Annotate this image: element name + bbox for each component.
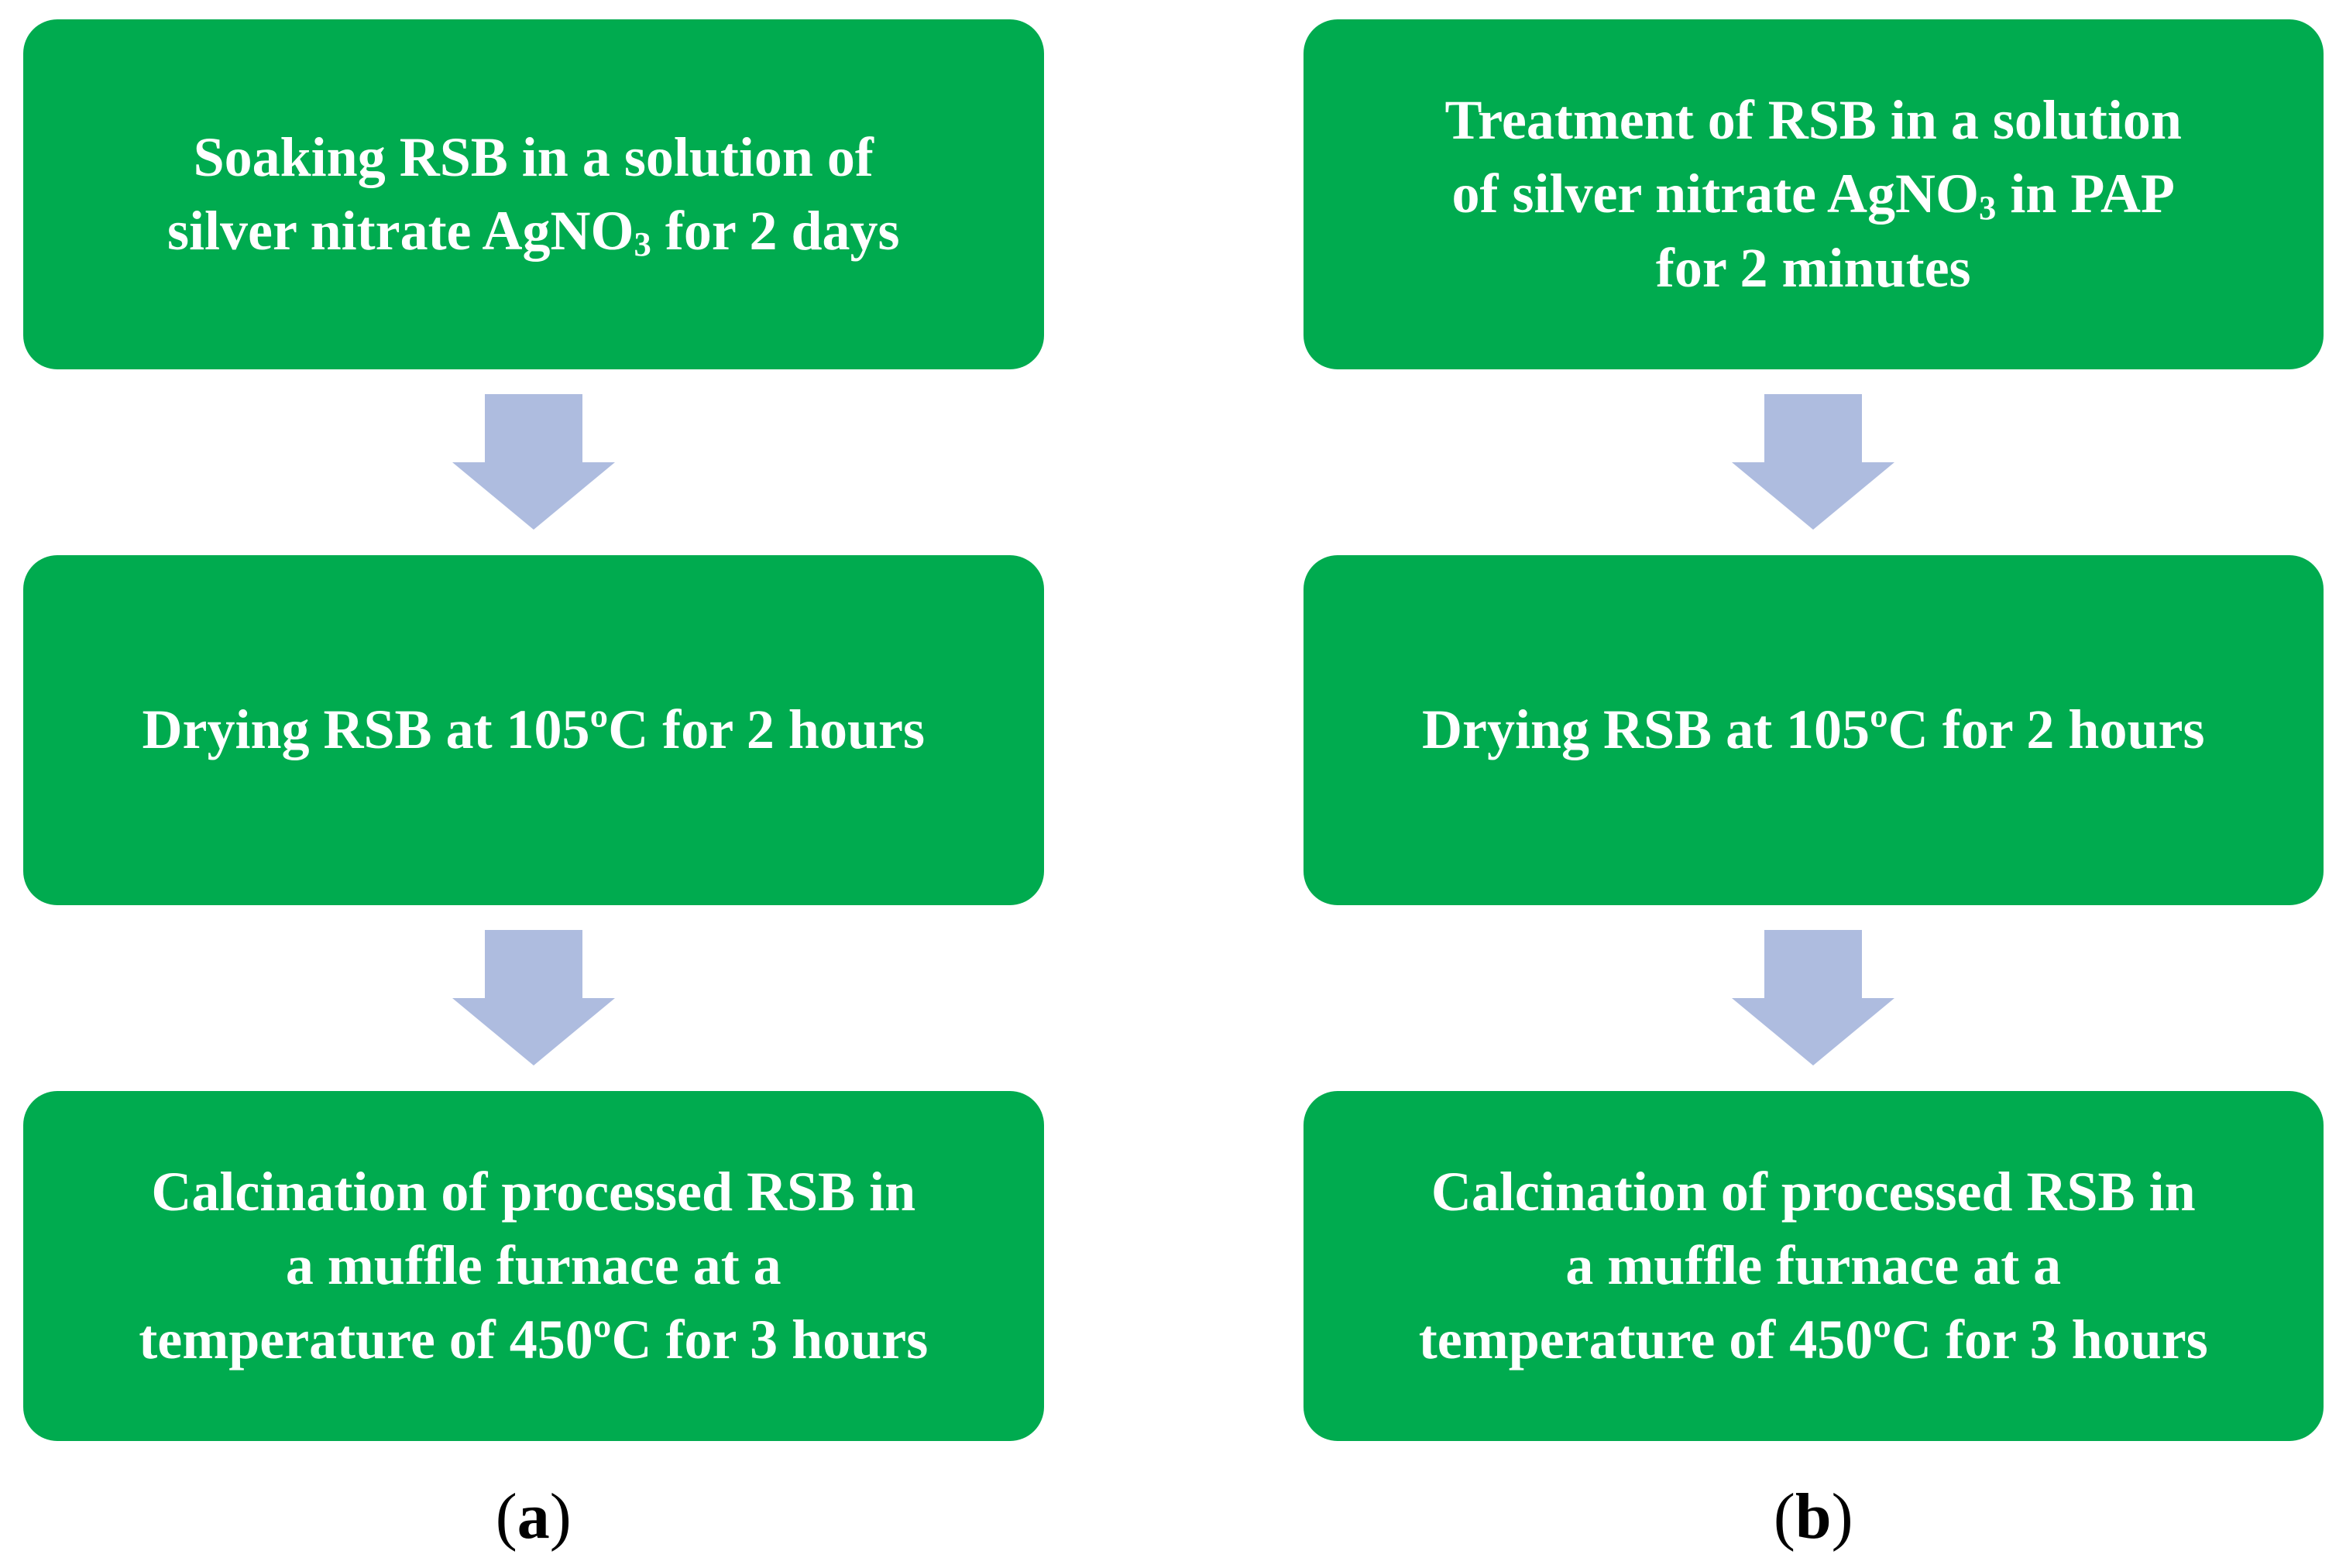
- step-text-line: temperature of 450ºC for 3 hours: [139, 1303, 928, 1377]
- step-text: Calcination of processed RSB in: [151, 1161, 916, 1223]
- flow-connector: [1732, 394, 1895, 530]
- step-text-line: Drying RSB at 105ºC for 2 hours: [143, 693, 926, 767]
- label-letter: b: [1795, 1481, 1832, 1553]
- flowchart-column-a: Soaking RSB in a solution of silver nitr…: [23, 19, 1044, 1568]
- label-paren: (: [1773, 1481, 1795, 1553]
- label-letter: a: [517, 1481, 550, 1553]
- step-text: Treatment of RSB in a solution: [1444, 89, 2182, 152]
- step-text: for 2 minutes: [1655, 236, 1971, 299]
- label-paren: ): [1831, 1481, 1853, 1553]
- step-text: Soaking RSB in a solution of: [193, 125, 874, 188]
- step-text: Drying RSB at 105ºC for 2 hours: [142, 698, 926, 761]
- arrow-down-icon: [1732, 930, 1895, 1065]
- step-text: Calcination of processed RSB in: [1431, 1161, 2196, 1223]
- label-paren: ): [549, 1481, 572, 1553]
- flow-connector: [452, 930, 615, 1065]
- step-box-calcination: Calcination of processed RSB in a muffle…: [1303, 1091, 2324, 1441]
- flow-connector: [452, 394, 615, 530]
- flowchart-column-b: Treatment of RSB in a solution of silver…: [1303, 19, 2324, 1568]
- step-text-line: a muffle furnace at a: [1565, 1229, 2061, 1302]
- arrow-down-icon: [452, 930, 615, 1065]
- subscript-text: 3: [634, 225, 651, 264]
- step-text-line: a muffle furnace at a: [286, 1229, 781, 1302]
- step-text: of silver nitrate AgNO: [1451, 163, 1980, 225]
- step-text: in PAP: [1996, 163, 2176, 225]
- step-box-soaking: Soaking RSB in a solution of silver nitr…: [23, 19, 1044, 369]
- step-box-drying: Drying RSB at 105ºC for 2 hours: [1303, 555, 2324, 905]
- step-text: silver nitrate AgNO: [167, 200, 634, 262]
- step-text: a muffle furnace at a: [1565, 1234, 2062, 1297]
- step-box-treatment: Treatment of RSB in a solution of silver…: [1303, 19, 2324, 369]
- step-box-drying: Drying RSB at 105ºC for 2 hours: [23, 555, 1044, 905]
- arrow-down-icon: [452, 394, 615, 530]
- step-text-line: Calcination of processed RSB in: [151, 1155, 915, 1229]
- subscript-text: 3: [1979, 187, 1997, 227]
- step-text-line: Drying RSB at 105ºC for 2 hours: [1422, 693, 2205, 767]
- step-text-line: silver nitrate AgNO3 for 2 days: [167, 194, 900, 268]
- step-text: for 2 days: [651, 200, 900, 262]
- flow-connector: [1732, 930, 1895, 1065]
- figure-label-b: (b): [1774, 1481, 1853, 1553]
- step-text: temperature of 450ºC for 3 hours: [139, 1308, 929, 1371]
- step-text: temperature of 450ºC for 3 hours: [1418, 1308, 2208, 1371]
- step-box-calcination: Calcination of processed RSB in a muffle…: [23, 1091, 1044, 1441]
- step-text-line: temperature of 450ºC for 3 hours: [1419, 1303, 2208, 1377]
- step-text-line: Soaking RSB in a solution of: [194, 121, 874, 194]
- step-text-line: for 2 minutes: [1656, 232, 1971, 305]
- step-text-line: Treatment of RSB in a solution: [1445, 84, 2182, 157]
- step-text: a muffle furnace at a: [285, 1234, 781, 1297]
- step-text: Drying RSB at 105ºC for 2 hours: [1422, 698, 2205, 761]
- label-paren: (: [495, 1481, 517, 1553]
- figure-label-a: (a): [496, 1481, 572, 1553]
- arrow-down-icon: [1732, 394, 1895, 530]
- step-text-line: of silver nitrate AgNO3 in PAP: [1451, 157, 2175, 231]
- step-text-line: Calcination of processed RSB in: [1431, 1155, 2196, 1229]
